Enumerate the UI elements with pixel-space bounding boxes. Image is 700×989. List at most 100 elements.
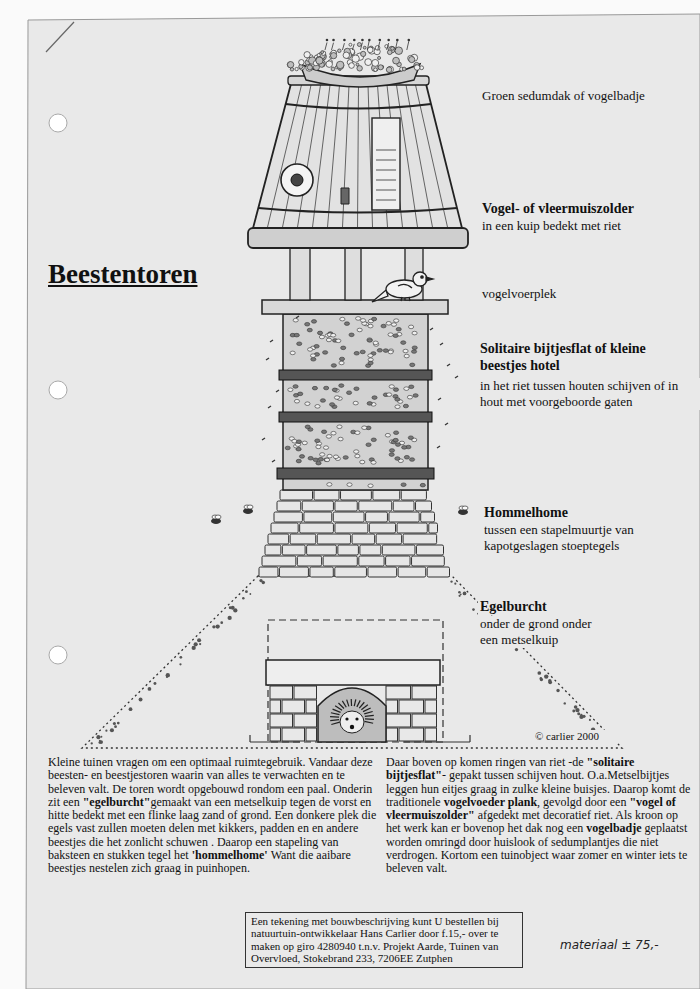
reed-tube [293,318,298,322]
pebble [582,715,585,718]
pebble [259,579,262,582]
stacked-tile [427,567,449,577]
bee [243,505,253,514]
reed-tube [316,445,321,449]
sedum-plant [321,51,324,54]
sedum-plant [331,53,337,59]
burrow-brick [294,686,317,699]
sedum-plant [321,51,325,55]
sedum-plant [343,39,346,42]
hedgehog [359,702,364,708]
reed-tube [389,453,394,457]
tub-plank [258,85,457,229]
reed-tube [413,394,418,398]
reed-tube [327,483,332,487]
burrow-brick [425,728,437,741]
callout-label: onder de grond onder een metselkuip [478,616,608,648]
pebble [129,707,133,711]
punch-hole [49,114,67,132]
pebble [220,621,223,624]
reed-tube [327,454,332,458]
sedum-plant [307,65,312,70]
reed-tube [409,385,414,389]
callout-heading: Vogel- of vleermuiszolder [480,200,696,217]
stacked-tile [279,567,308,577]
pebble [105,730,107,732]
post [345,248,361,300]
reed-tube [356,317,361,321]
burrow-brick [412,686,437,699]
sedum-plant [287,39,423,73]
stacked-tile [338,545,359,555]
reed-tube [343,456,348,460]
reed-tube [349,333,354,337]
hedgehog [338,703,344,709]
sedum-plant [420,66,424,70]
bee [266,358,269,360]
order-info-box: Een tekening met bouwbeschrijving kunt U… [245,912,523,968]
punch-hole [49,114,67,664]
reed-tube [373,341,378,345]
bee [445,423,448,425]
reed-tube [393,388,398,392]
sedum-plant [387,39,390,42]
hedgehog [365,715,374,717]
pebble [91,742,93,744]
bee [262,438,265,440]
reed-tube [329,403,334,407]
reed-tube [326,338,331,342]
hedgehog [354,699,356,706]
sedum-plant [393,57,400,64]
sedum-plant [317,54,320,57]
stacked-tile [412,556,445,566]
reed-tube [371,461,376,465]
bee [211,316,468,524]
stacked-tile [310,567,333,577]
stacked-tile [265,545,281,555]
stacked-tile [317,534,350,544]
reed-tube [411,350,416,354]
bee [211,515,221,524]
pebble [515,648,518,651]
reed-tube [298,392,303,396]
reed-tube [296,459,301,463]
reed-tube [383,349,388,353]
sedum-plant [368,39,371,42]
stacked-tile [314,490,339,500]
stacked-tile [300,523,334,533]
stacked-tile [376,534,401,544]
pebble [242,597,245,600]
hedgehog [347,700,349,707]
sedum-plant [378,65,383,70]
sedum-plant [387,50,392,55]
reed-tube [344,322,349,326]
reed-tube [389,449,394,453]
stacked-tile [341,490,372,500]
reed-tube [311,320,316,324]
reed-tube [410,363,415,367]
pebble [216,624,220,628]
callout-label: in het riet tussen houten schijven of in… [478,378,700,410]
pebble [228,616,232,620]
bee [272,460,275,462]
burrow-brick [399,700,424,713]
reed-tube [412,346,417,350]
stacked-tile [368,567,397,577]
stacked-tile [389,512,419,522]
burrow-brick [412,714,437,727]
reed-tube [318,457,323,461]
reed-tube [321,430,326,434]
tub-plank [286,104,431,109]
pebble [99,740,103,744]
stacked-tile [359,556,384,566]
stacked-tile [398,567,426,577]
stacked-tile [335,523,368,533]
sedum-plant [299,65,304,70]
sedum-plant [349,43,352,46]
roof-rim [248,228,468,248]
reed-tube [403,404,408,408]
stacked-tile [352,534,375,544]
reed-tube [357,328,362,332]
stacked-tile [359,501,392,511]
pebble [580,714,582,716]
